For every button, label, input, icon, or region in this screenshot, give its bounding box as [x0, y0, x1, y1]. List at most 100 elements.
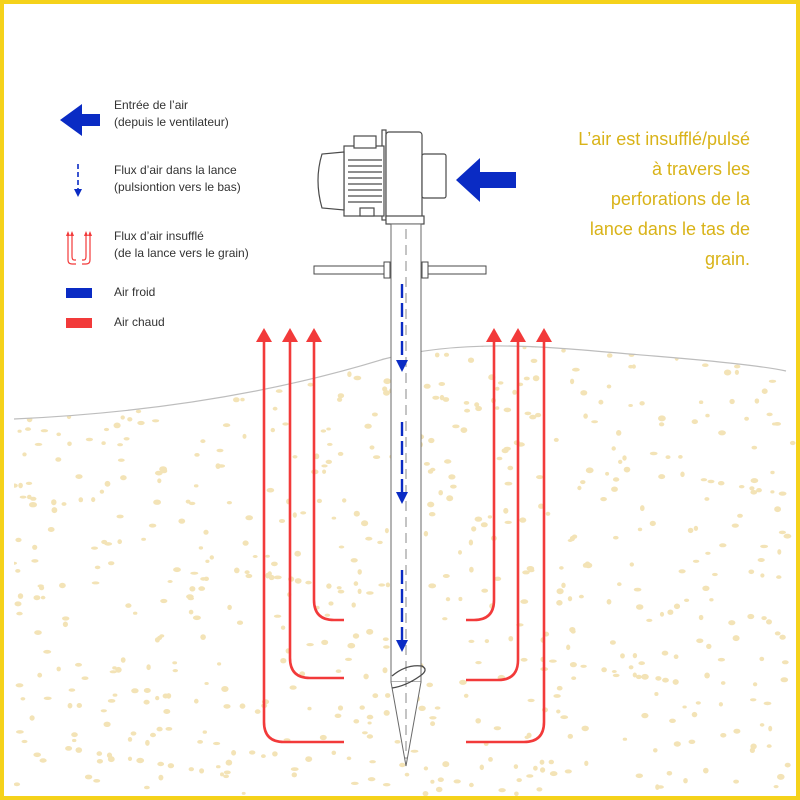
grain-dot	[536, 475, 544, 480]
grain-dot	[18, 482, 23, 489]
grain-dot	[617, 582, 622, 587]
grain-dot	[450, 484, 457, 489]
grain-dot	[512, 389, 517, 395]
grain-dot	[280, 658, 287, 664]
grain-dot	[561, 582, 566, 588]
grain-pile	[14, 345, 796, 796]
grain-dot	[535, 412, 542, 418]
grain-dot	[556, 685, 563, 691]
grain-dot	[678, 455, 683, 459]
grain-dot	[306, 643, 314, 647]
grain-dot	[116, 514, 124, 519]
grain-dot	[734, 369, 740, 375]
grain-dot	[55, 457, 62, 462]
grain-dot	[488, 757, 493, 762]
grain-dot	[442, 574, 450, 578]
grain-dot	[494, 576, 502, 581]
diagram-canvas	[13, 104, 796, 796]
grain-dot	[661, 650, 669, 656]
grain-dot	[62, 616, 70, 621]
grain-dot	[331, 750, 337, 755]
grain-dot	[480, 522, 488, 528]
grain-dot	[42, 359, 51, 366]
grain-dot	[27, 494, 32, 500]
grain-dot	[729, 398, 735, 405]
grain-dot	[636, 604, 644, 610]
grain-dot	[19, 495, 27, 499]
grain-dot	[635, 773, 643, 779]
grain-dot	[365, 536, 373, 541]
grain-dot	[20, 697, 26, 701]
grain-dot	[443, 352, 450, 357]
grain-dot	[117, 539, 122, 545]
grain-dot	[616, 430, 622, 436]
grain-dot	[280, 625, 286, 630]
grain-dot	[739, 345, 746, 348]
grain-dot	[458, 550, 462, 555]
grain-dot	[32, 544, 38, 550]
grain-dot	[704, 672, 710, 679]
grain-dot	[385, 693, 391, 698]
grain-dot	[720, 733, 727, 738]
grain-dot	[382, 667, 388, 674]
grain-dot	[140, 345, 149, 349]
grain-dot	[748, 569, 755, 575]
grain-dot	[503, 407, 512, 413]
grain-dot	[760, 573, 765, 578]
grain-dot	[30, 496, 37, 501]
grain-dot	[447, 345, 456, 348]
grain-dot	[442, 397, 450, 402]
grain-dot	[357, 569, 362, 575]
grain-dot	[516, 778, 522, 783]
grain-dot	[367, 721, 372, 725]
grain-dot	[776, 575, 782, 579]
grain-dot	[22, 452, 27, 457]
grain-dot	[134, 348, 142, 355]
legend-blown-flow-title: Flux d’air insufflé	[114, 229, 204, 243]
grain-dot	[789, 440, 796, 446]
grain-dot	[382, 386, 388, 392]
grain-dot	[359, 705, 365, 710]
grain-dot	[245, 377, 253, 383]
grain-dot	[231, 750, 237, 756]
grain-dot	[522, 570, 530, 575]
grain-dot	[665, 455, 671, 459]
grain-dot	[549, 771, 558, 777]
grain-dot	[571, 676, 577, 680]
grain-dot	[570, 378, 575, 385]
grain-dot	[761, 616, 767, 621]
grain-dot	[680, 471, 685, 478]
grain-dot	[158, 774, 164, 781]
hot-air-swatch	[66, 318, 92, 328]
grain-dot	[474, 516, 483, 522]
grain-dot	[56, 362, 63, 367]
grain-dot	[611, 446, 616, 451]
grain-dot	[337, 451, 344, 456]
grain-dot	[331, 516, 337, 520]
grain-dot	[127, 756, 133, 761]
grain-dot	[530, 358, 538, 363]
grain-dot	[81, 376, 89, 380]
grain-dot	[519, 517, 527, 523]
grain-dot	[51, 345, 56, 347]
grain-dot	[527, 698, 535, 703]
grain-dot	[504, 520, 512, 525]
grain-dot	[143, 699, 150, 705]
grain-dot	[373, 455, 381, 459]
grain-dot	[29, 411, 37, 416]
grain-dot	[695, 701, 701, 705]
grain-dot	[432, 395, 440, 400]
grain-dot	[210, 385, 215, 392]
grain-dot	[14, 782, 21, 787]
grain-dot	[265, 572, 270, 579]
grain-dot	[33, 595, 41, 601]
grain-dot	[140, 365, 147, 372]
grain-dot	[430, 779, 435, 784]
grain-dot	[747, 613, 755, 620]
grain-dot	[778, 530, 787, 535]
grain-dot	[528, 568, 535, 573]
grain-dot	[439, 394, 445, 401]
grain-dot	[468, 539, 474, 546]
grain-dot	[14, 601, 22, 607]
grain-dot	[372, 693, 379, 699]
